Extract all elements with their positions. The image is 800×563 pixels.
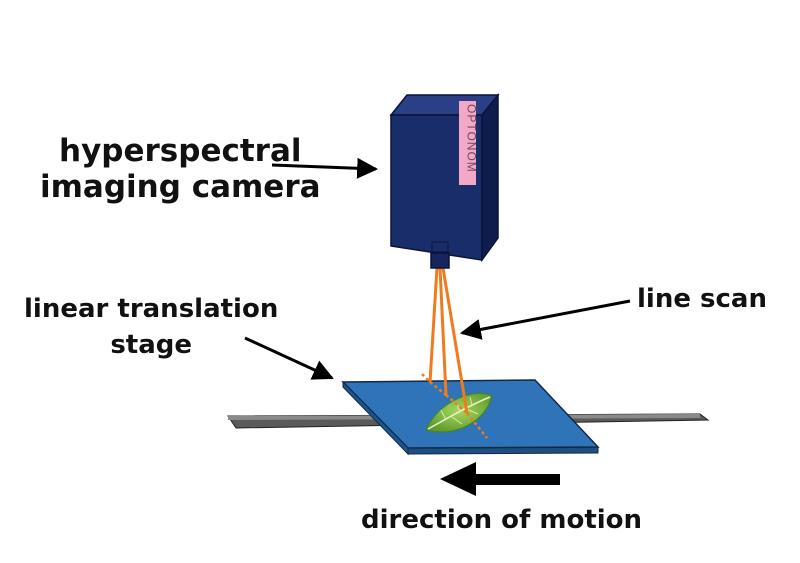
line-scan-label: line scan — [637, 284, 767, 314]
brand-logo-text: OPTONOM — [465, 104, 479, 173]
arrow-left-icon — [440, 462, 560, 496]
camera-label: hyperspectral imaging camera — [40, 133, 321, 205]
direction-of-motion-label: direction of motion — [361, 505, 643, 535]
hyperspectral-camera: OPTONOM — [389, 92, 500, 269]
camera-label-arrow — [271, 157, 379, 179]
brand-plate — [459, 101, 476, 185]
leaf-icon — [425, 392, 493, 433]
stage-label-arrow — [244, 336, 334, 380]
stage-label: linear translation stage — [24, 294, 279, 360]
scan-beams — [421, 267, 488, 439]
line-scan-label-arrow — [459, 299, 631, 340]
